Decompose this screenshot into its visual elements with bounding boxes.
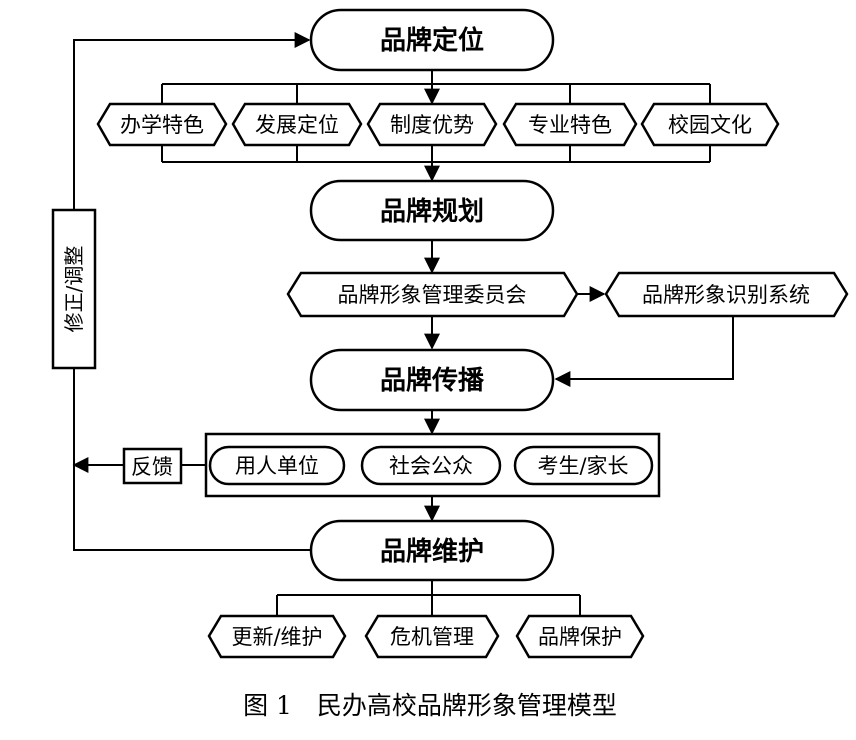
factor-institutional-advantage: 制度优势 [366,102,498,147]
revise-label: 修正/调整 [62,246,86,333]
revise-node: 修正/调整 [51,208,97,370]
feedback-node: 反馈 [122,447,183,485]
committee-label: 品牌形象管理委员会 [338,283,527,307]
identity-system-label: 品牌形象识别系统 [642,283,810,307]
maintenance-crisis: 危机管理 [364,614,500,659]
factor-label: 校园文化 [668,113,752,137]
audience-applicants-parents: 考生/家长 [513,445,654,486]
feedback-box [122,447,183,485]
factor-label: 专业特色 [528,113,612,137]
factor-campus-culture: 校园文化 [640,102,780,147]
maintenance-label: 品牌保护 [538,625,622,649]
stage-communication-label: 品牌传播 [380,365,485,396]
connector-maintenance-loop-lower [73,368,312,551]
feedback-label: 反馈 [131,455,173,479]
stage-positioning: 品牌定位 [309,8,555,72]
maintenance-label: 危机管理 [390,625,474,649]
maintenance-protection: 品牌保护 [515,614,645,659]
stage-maintenance-box [309,519,555,582]
stage-positioning-label: 品牌定位 [380,25,484,56]
maintenance-update: 更新/维护 [207,614,347,659]
figure-caption: 图 1 民办高校品牌形象管理模型 [243,691,617,720]
maintenance-items: 更新/维护 危机管理 品牌保护 [207,614,645,659]
connectors [72,32,734,615]
audiences-group: 用人单位 社会公众 考生/家长 [204,432,661,498]
audience-public: 社会公众 [360,445,502,486]
audience-employers: 用人单位 [208,445,346,486]
factor-label: 制度优势 [390,113,474,137]
factor-school-characteristics: 办学特色 [96,102,228,147]
factor-label: 发展定位 [255,113,339,137]
planning-committee: 品牌形象管理委员会 [286,271,579,318]
maintenance-label: 更新/维护 [231,625,322,649]
factor-major-characteristics: 专业特色 [502,102,638,147]
stage-planning: 品牌规划 [309,179,555,242]
stage-maintenance: 品牌维护 [309,519,555,582]
arrow-identity-to-communication [554,316,734,387]
stage-planning-box [309,179,555,242]
audience-label: 用人单位 [235,454,319,478]
audience-label: 考生/家长 [537,454,628,478]
revise-box [51,208,97,370]
audience-label: 社会公众 [389,454,473,478]
stage-communication: 品牌传播 [309,348,555,412]
planning-identity-system: 品牌形象识别系统 [604,271,849,318]
factor-label: 办学特色 [120,113,204,137]
stage-positioning-box [309,8,555,72]
arrow-revise-to-positioning [73,32,311,210]
positioning-factors: 办学特色 发展定位 制度优势 专业特色 校园文化 [96,102,780,147]
factor-development-positioning: 发展定位 [231,102,363,147]
stage-planning-label: 品牌规划 [380,196,484,227]
stage-maintenance-label: 品牌维护 [380,536,484,567]
stage-communication-box [309,348,555,412]
